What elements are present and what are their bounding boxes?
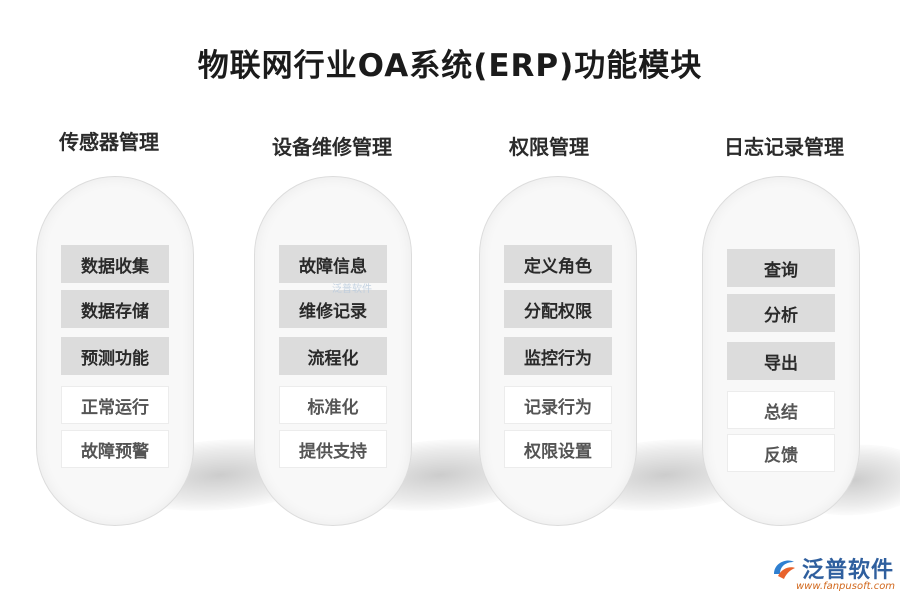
column-heading-maintenance: 设备维修管理 [272, 135, 392, 159]
module-item: 标准化 [279, 386, 387, 424]
module-item: 流程化 [279, 337, 387, 375]
column-heading-sensor: 传感器管理 [59, 130, 159, 154]
module-item: 数据存储 [61, 290, 169, 328]
brand-name: 泛普软件 [802, 558, 895, 583]
module-item: 维修记录 [279, 290, 387, 328]
module-item: 权限设置 [504, 430, 612, 468]
module-item: 故障预警 [61, 430, 169, 468]
module-pill-permission: 定义角色 分配权限 监控行为 记录行为 权限设置 [479, 176, 637, 526]
page-title: 物联网行业OA系统(ERP)功能模块 [197, 48, 703, 84]
module-item: 提供支持 [279, 430, 387, 468]
module-item: 数据收集 [61, 245, 169, 283]
module-pill-log: 查询 分析 导出 总结 反馈 [702, 176, 860, 526]
column-heading-log: 日志记录管理 [724, 135, 844, 159]
module-item: 总结 [727, 391, 835, 429]
module-pill-maintenance: 故障信息 维修记录 流程化 标准化 提供支持 [254, 176, 412, 526]
module-item: 监控行为 [504, 337, 612, 375]
module-item: 导出 [727, 342, 835, 380]
module-item: 查询 [727, 249, 835, 287]
brand-url[interactable]: www.fanpusoft.com [796, 581, 896, 592]
module-pill-sensor: 数据收集 数据存储 预测功能 正常运行 故障预警 [36, 176, 194, 526]
module-item: 故障信息 [279, 245, 387, 283]
fanpu-logo-icon [774, 560, 795, 579]
brand-logo[interactable]: 泛普软件 [770, 552, 894, 584]
module-item: 分析 [727, 294, 835, 332]
watermark: 泛普软件 [332, 284, 372, 295]
module-item: 反馈 [727, 434, 835, 472]
module-item: 定义角色 [504, 245, 612, 283]
module-item: 分配权限 [504, 290, 612, 328]
column-heading-permission: 权限管理 [509, 135, 589, 159]
module-item: 正常运行 [61, 386, 169, 424]
module-item: 预测功能 [61, 337, 169, 375]
module-item: 记录行为 [504, 386, 612, 424]
